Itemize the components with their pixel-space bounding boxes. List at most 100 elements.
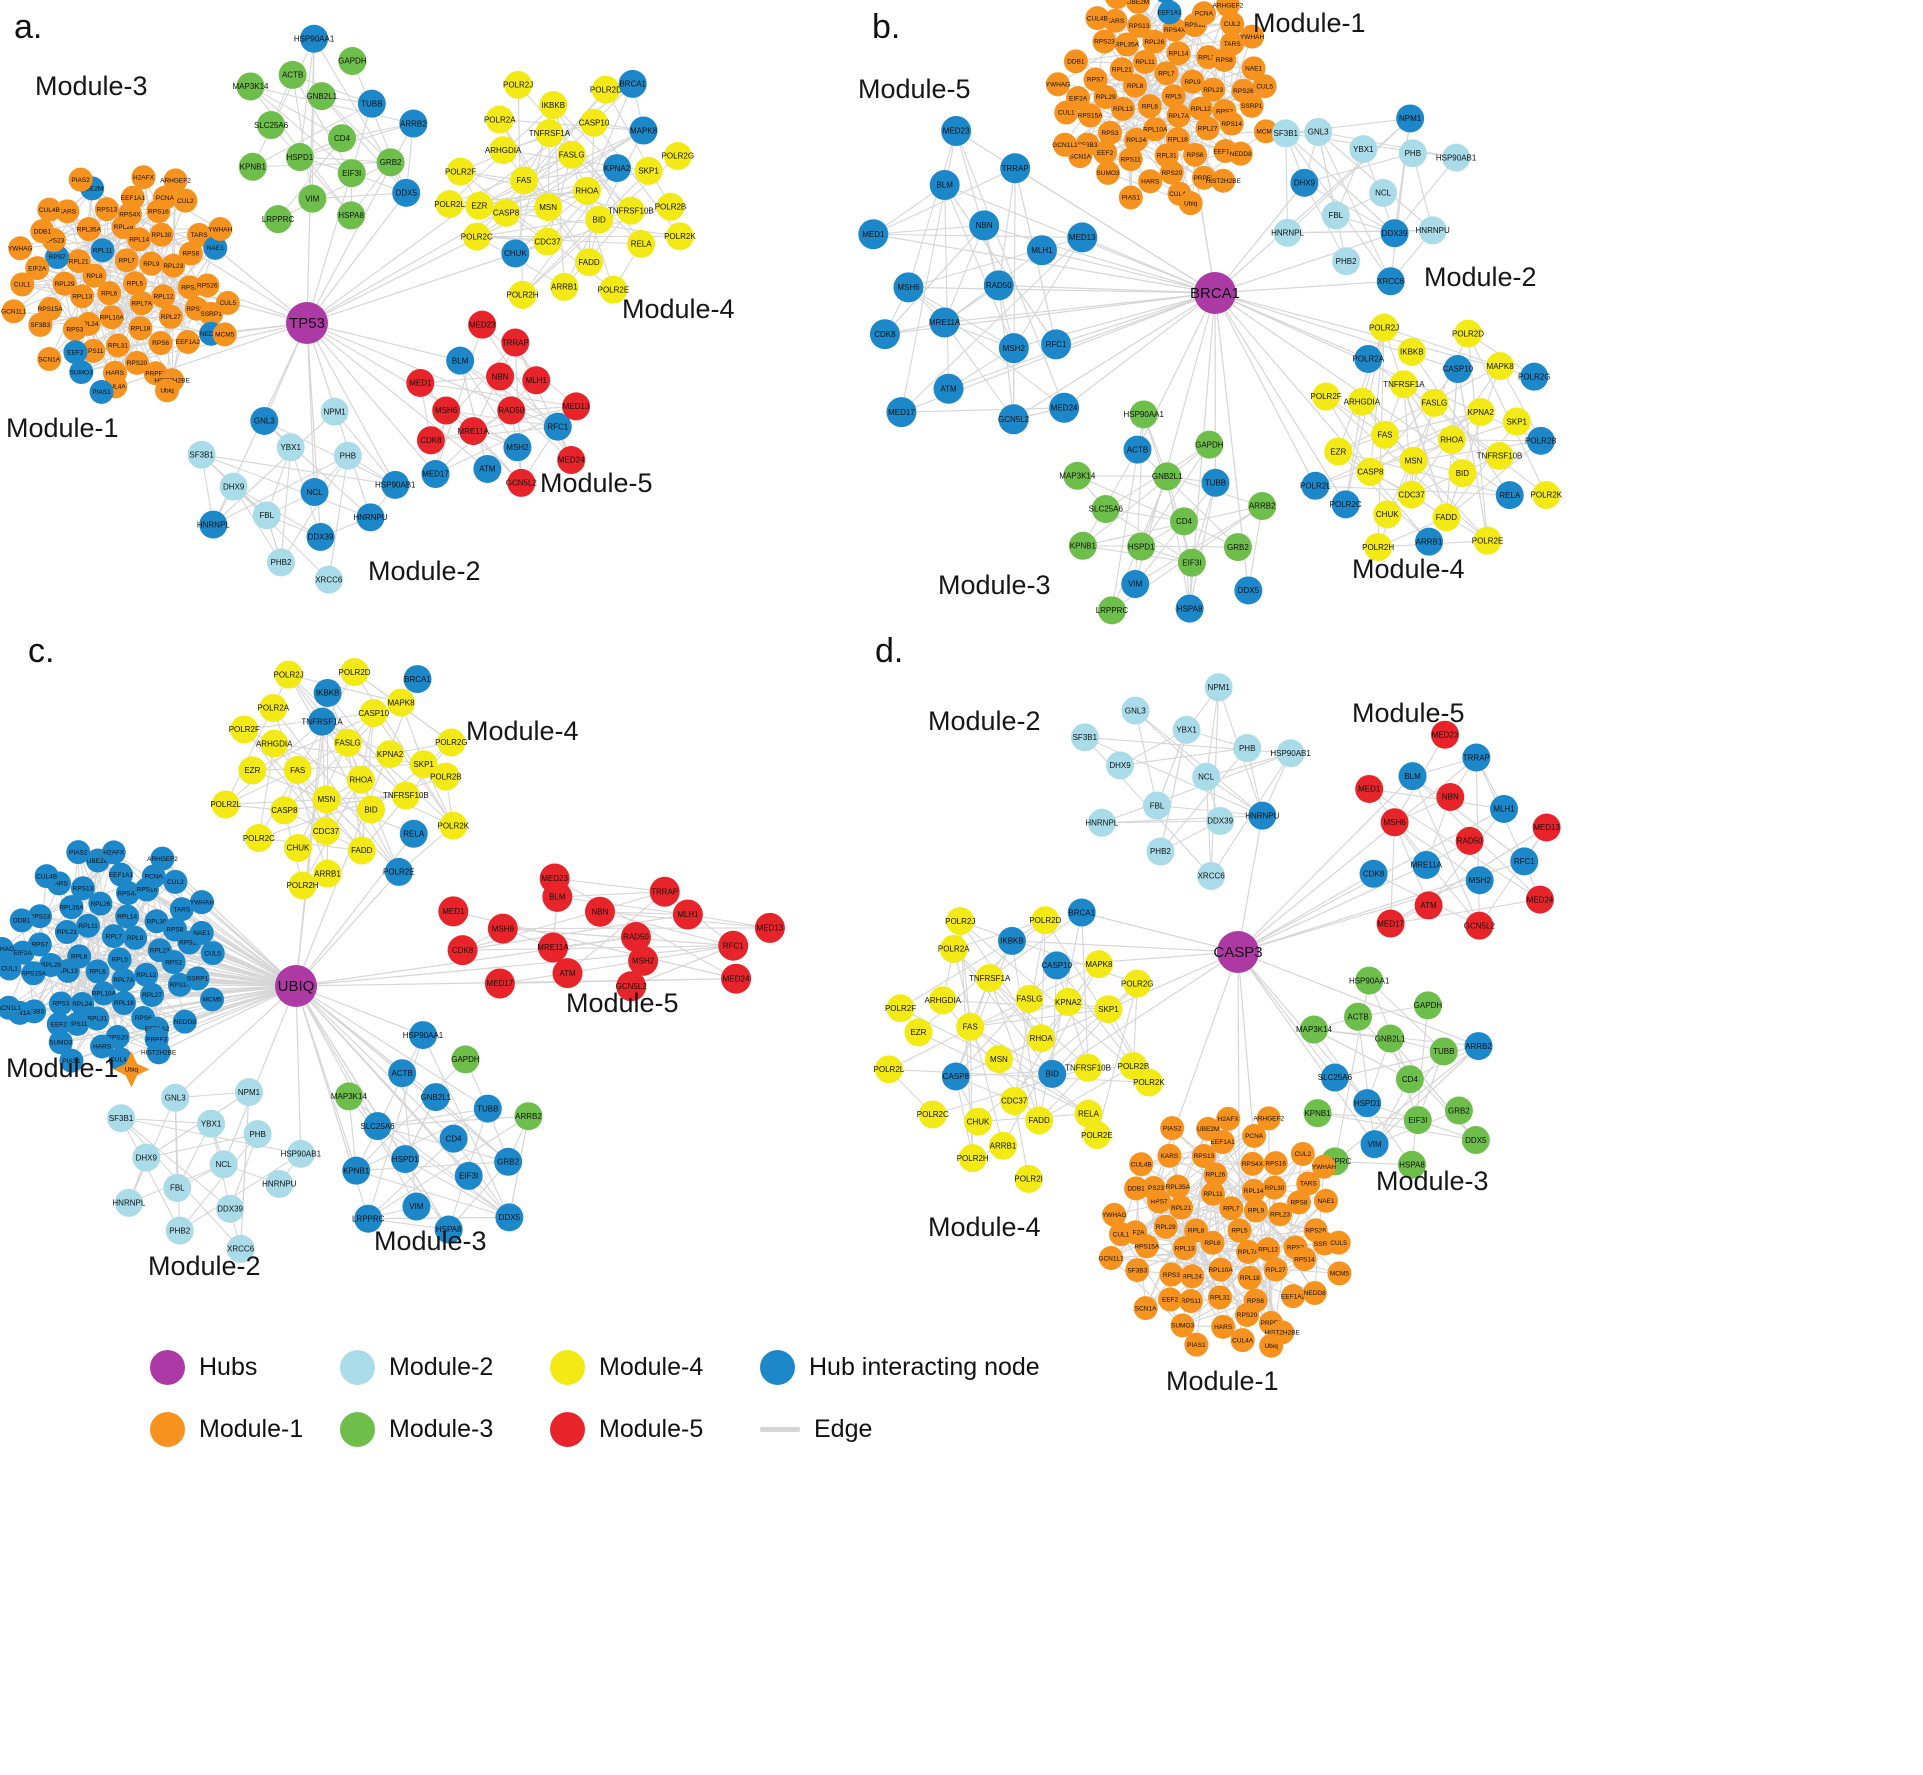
node-NBN	[969, 210, 1000, 241]
edge	[1451, 439, 1541, 442]
edge	[1313, 1029, 1411, 1080]
edge	[459, 360, 518, 448]
edge	[1101, 752, 1291, 824]
edge	[367, 1115, 529, 1220]
node-LRPPRC	[354, 1204, 383, 1233]
node-GRB2	[494, 1147, 523, 1176]
node-MLH1	[1489, 794, 1518, 823]
node-RFC1	[718, 930, 749, 961]
node-LRPPRC	[1097, 596, 1126, 625]
hub-edge	[223, 985, 297, 1165]
edge	[479, 130, 644, 207]
node-PHB2	[1146, 837, 1175, 866]
hub-edge	[948, 292, 1216, 390]
hub-edge	[1082, 236, 1216, 294]
node-MSN	[984, 1045, 1013, 1074]
node-IKBKB	[539, 91, 568, 120]
node-EEF2	[1158, 1287, 1183, 1312]
node-POLR2B	[656, 192, 685, 221]
edge	[1411, 402, 1435, 495]
node-SUMO3	[1095, 160, 1120, 185]
node-ATM	[473, 454, 502, 483]
node-YBX1	[1172, 715, 1201, 744]
hub-edge	[295, 985, 379, 1127]
legend-item-module-3: Module-3	[340, 1411, 550, 1447]
edge	[1247, 505, 1263, 591]
node-BLM	[446, 346, 475, 375]
node-TNFRSF10B	[616, 196, 645, 225]
edge	[1205, 687, 1220, 777]
node-NBN	[486, 362, 515, 391]
node-MAPK8	[1084, 950, 1113, 979]
node-RPS13	[1127, 13, 1152, 38]
node-FAS	[1370, 420, 1399, 449]
edge	[1370, 411, 1481, 473]
edge	[969, 1026, 1089, 1115]
edge	[1051, 965, 1058, 1074]
node-GNL3	[250, 406, 279, 435]
node-KARS	[1103, 8, 1128, 33]
node-POLR2L	[874, 1055, 903, 1084]
edge	[918, 1031, 1089, 1115]
node-EZR	[1324, 437, 1353, 466]
node-MSH2	[628, 945, 659, 976]
node-CUL4B	[34, 864, 59, 889]
node-RPL6	[85, 959, 110, 984]
edge	[166, 180, 177, 391]
edge	[953, 948, 1042, 1039]
node-RPS23	[27, 904, 52, 929]
node-GAPDH	[1413, 991, 1442, 1020]
node-RPL26	[1142, 29, 1167, 54]
node-GNL3	[1121, 696, 1150, 725]
node-ARRB2	[399, 109, 428, 138]
node-RPS3	[1098, 120, 1123, 145]
node-HSP90AB1	[1276, 739, 1305, 768]
edge	[630, 945, 734, 987]
edge	[292, 74, 353, 174]
node-MCM5	[200, 987, 225, 1012]
node-KPNB1	[1303, 1099, 1332, 1128]
star-node-Ubiq	[113, 1051, 150, 1088]
hub-edge	[306, 252, 516, 324]
node-GNB2L1	[421, 1083, 450, 1112]
node-CUL5	[200, 941, 225, 966]
node-NBN	[1436, 783, 1465, 812]
node-CD4	[328, 124, 357, 153]
node-POLR2D	[1031, 906, 1060, 935]
node-HARS	[1138, 169, 1163, 194]
node-RPL10A	[99, 305, 124, 330]
node-ATM	[552, 958, 583, 989]
node-POLR2H	[1364, 533, 1393, 562]
edge	[502, 928, 734, 947]
node-RPS13	[70, 876, 95, 901]
node-CASP8	[1356, 457, 1385, 486]
node-TNFRSF1A	[1389, 370, 1418, 399]
node-RPS2	[161, 950, 186, 975]
node-MSH2	[998, 333, 1029, 364]
hub-edge	[295, 985, 424, 1036]
node-EEF2	[63, 340, 88, 365]
module-label-a: Module-4	[622, 294, 735, 324]
edge	[1403, 384, 1447, 518]
panel-b: RAD50MRE11ANBNMSH2MSH6MLH1ATMBLMRFC1CDK8…	[858, 0, 1563, 625]
edge	[284, 794, 406, 811]
node-TUBB	[357, 89, 386, 118]
node-EIF3I	[337, 159, 366, 188]
node-POLR2C	[244, 824, 273, 853]
node-MED1	[1355, 774, 1384, 803]
node-CASP8	[941, 1062, 970, 1091]
node-SF3B3	[1125, 1258, 1150, 1283]
node-Ubiq	[1178, 191, 1203, 216]
hub-edge	[1237, 951, 1272, 1346]
module-label-c: Module-1	[6, 1053, 119, 1083]
node-SKP1	[1094, 995, 1123, 1024]
node-MED1	[858, 219, 889, 250]
edge	[944, 184, 950, 389]
legend-item-module-5: Module-5	[550, 1411, 760, 1447]
node-GCN5L2	[1465, 911, 1494, 940]
edge	[1140, 444, 1210, 547]
node-SF3B1	[187, 440, 216, 469]
node-RPS11	[81, 338, 106, 363]
node-MAP3K14	[236, 72, 265, 101]
edge	[460, 171, 631, 212]
